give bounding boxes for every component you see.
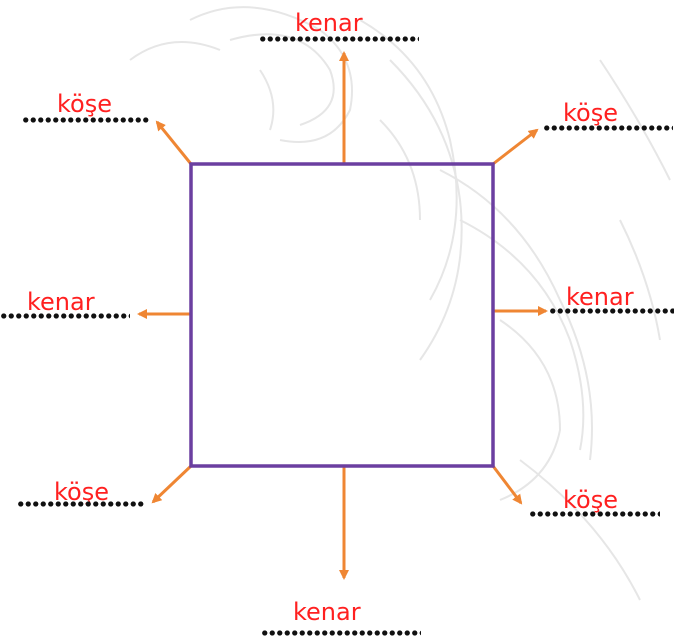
dots-right-edge bbox=[549, 308, 674, 314]
dots-top-edge bbox=[259, 36, 419, 42]
dots-left-edge bbox=[0, 313, 130, 319]
arrow-top-left bbox=[155, 120, 193, 165]
arrow-top-right bbox=[492, 128, 539, 166]
label-bottom-edge: kenar bbox=[293, 598, 361, 626]
square bbox=[189, 162, 495, 468]
dots-top-left-corner bbox=[22, 117, 150, 123]
dots-top-right-corner bbox=[543, 125, 673, 131]
label-bottom-right-corner: köşe bbox=[563, 486, 618, 514]
label-right-edge: kenar bbox=[566, 283, 634, 311]
dots-bottom-left-corner bbox=[17, 501, 145, 507]
label-top-edge: kenar bbox=[295, 9, 363, 37]
label-left-edge: kenar bbox=[27, 288, 95, 316]
label-top-right-corner: köşe bbox=[563, 99, 618, 127]
arrow-bottom-right bbox=[491, 465, 523, 505]
arrow-bottom-left bbox=[151, 464, 193, 504]
dots-bottom-right-corner bbox=[529, 511, 660, 517]
dots-bottom-edge bbox=[261, 630, 421, 636]
label-top-left-corner: köşe bbox=[57, 90, 112, 118]
